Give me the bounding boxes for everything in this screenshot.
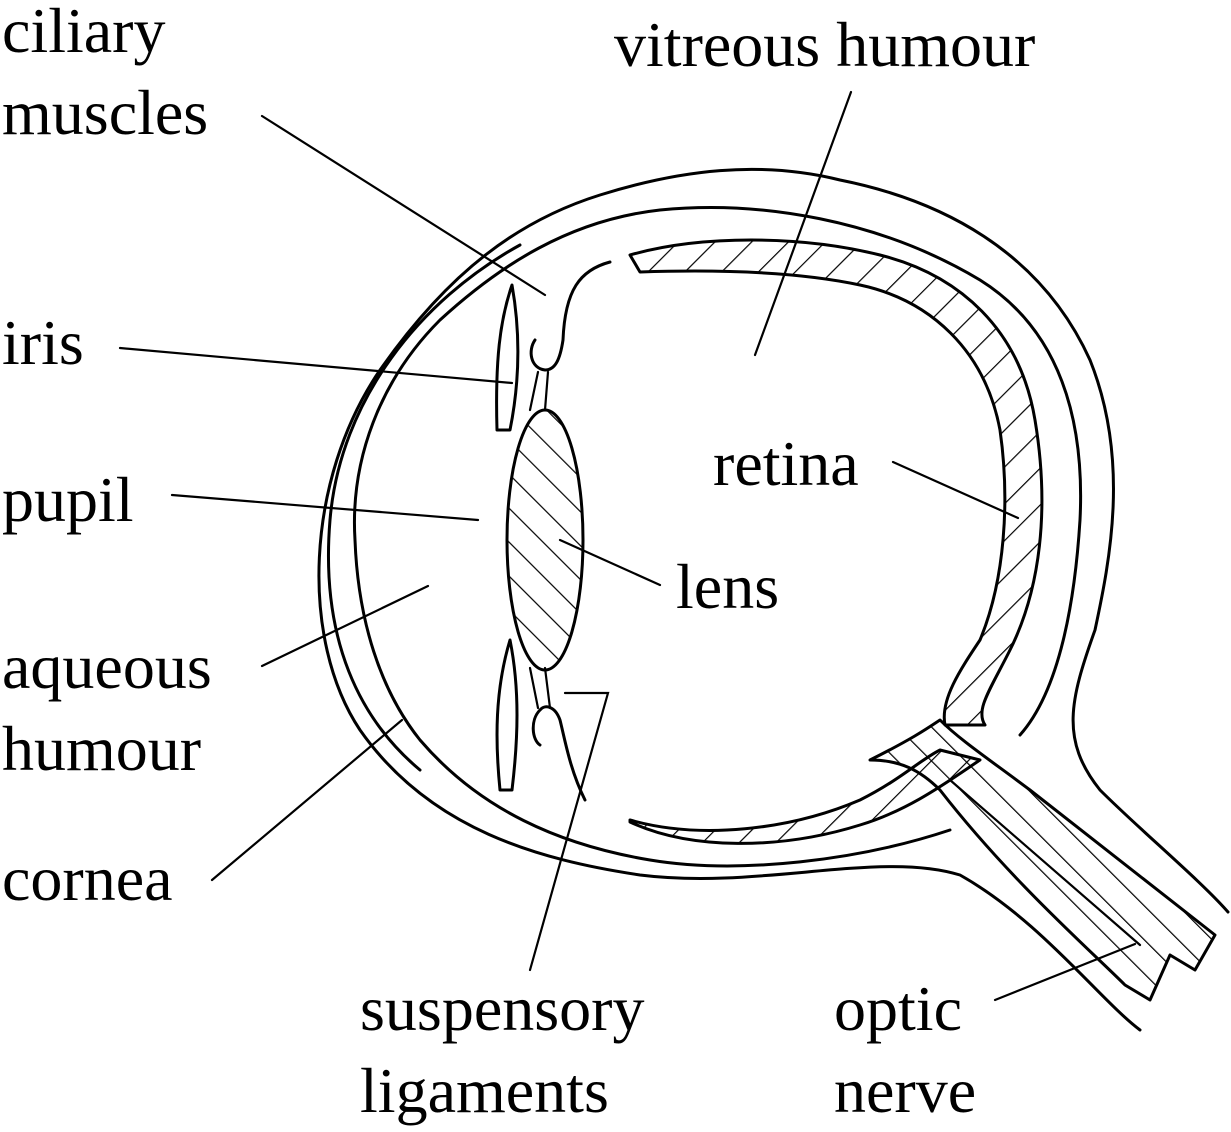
leader-pupil — [170, 493, 480, 522]
label-optic-line2: nerve — [834, 1055, 976, 1126]
ciliary-body-upper — [529, 260, 612, 372]
label-cornea: cornea — [2, 843, 173, 914]
leader-aqueous-humour — [260, 584, 430, 668]
leader-suspensory-ligaments — [528, 691, 610, 972]
sclera-outer — [317, 167, 1230, 1032]
ciliary-body-lower — [531, 705, 587, 802]
label-iris: iris — [2, 307, 84, 378]
leader-retina — [891, 460, 1020, 520]
label-retina: retina — [713, 428, 859, 499]
label-suspensory-line2: ligaments — [360, 1055, 609, 1126]
label-optic-line1: optic — [834, 973, 962, 1044]
suspensory-ligament-bottom — [528, 666, 552, 710]
label-pupil: pupil — [2, 464, 134, 535]
label-aqueous-line1: aqueous — [2, 631, 212, 702]
sclera-inner — [352, 206, 1083, 868]
leader-vitreous-humour — [753, 90, 853, 357]
label-aqueous-line2: humour — [2, 713, 201, 784]
leader-lines — [118, 90, 1137, 1002]
leader-optic-nerve — [993, 942, 1137, 1002]
label-ciliary-line2: muscles — [2, 77, 208, 148]
retina-band — [628, 238, 1044, 727]
suspensory-ligament-top — [528, 370, 550, 412]
lens-shape — [505, 408, 585, 672]
label-lens: lens — [676, 551, 779, 622]
cornea-arc — [326, 243, 522, 772]
leader-lens — [558, 538, 662, 587]
label-ciliary-line1: ciliary — [2, 0, 165, 66]
label-suspensory-line1: suspensory — [360, 973, 644, 1044]
iris-upper — [495, 283, 520, 432]
label-vitreous-humour: vitreous humour — [614, 9, 1035, 80]
leader-ciliary-muscles — [260, 114, 547, 297]
optic-nerve-divider — [948, 778, 1142, 947]
leader-cornea — [210, 718, 404, 882]
leader-iris — [118, 346, 514, 385]
iris-lower — [495, 638, 519, 792]
